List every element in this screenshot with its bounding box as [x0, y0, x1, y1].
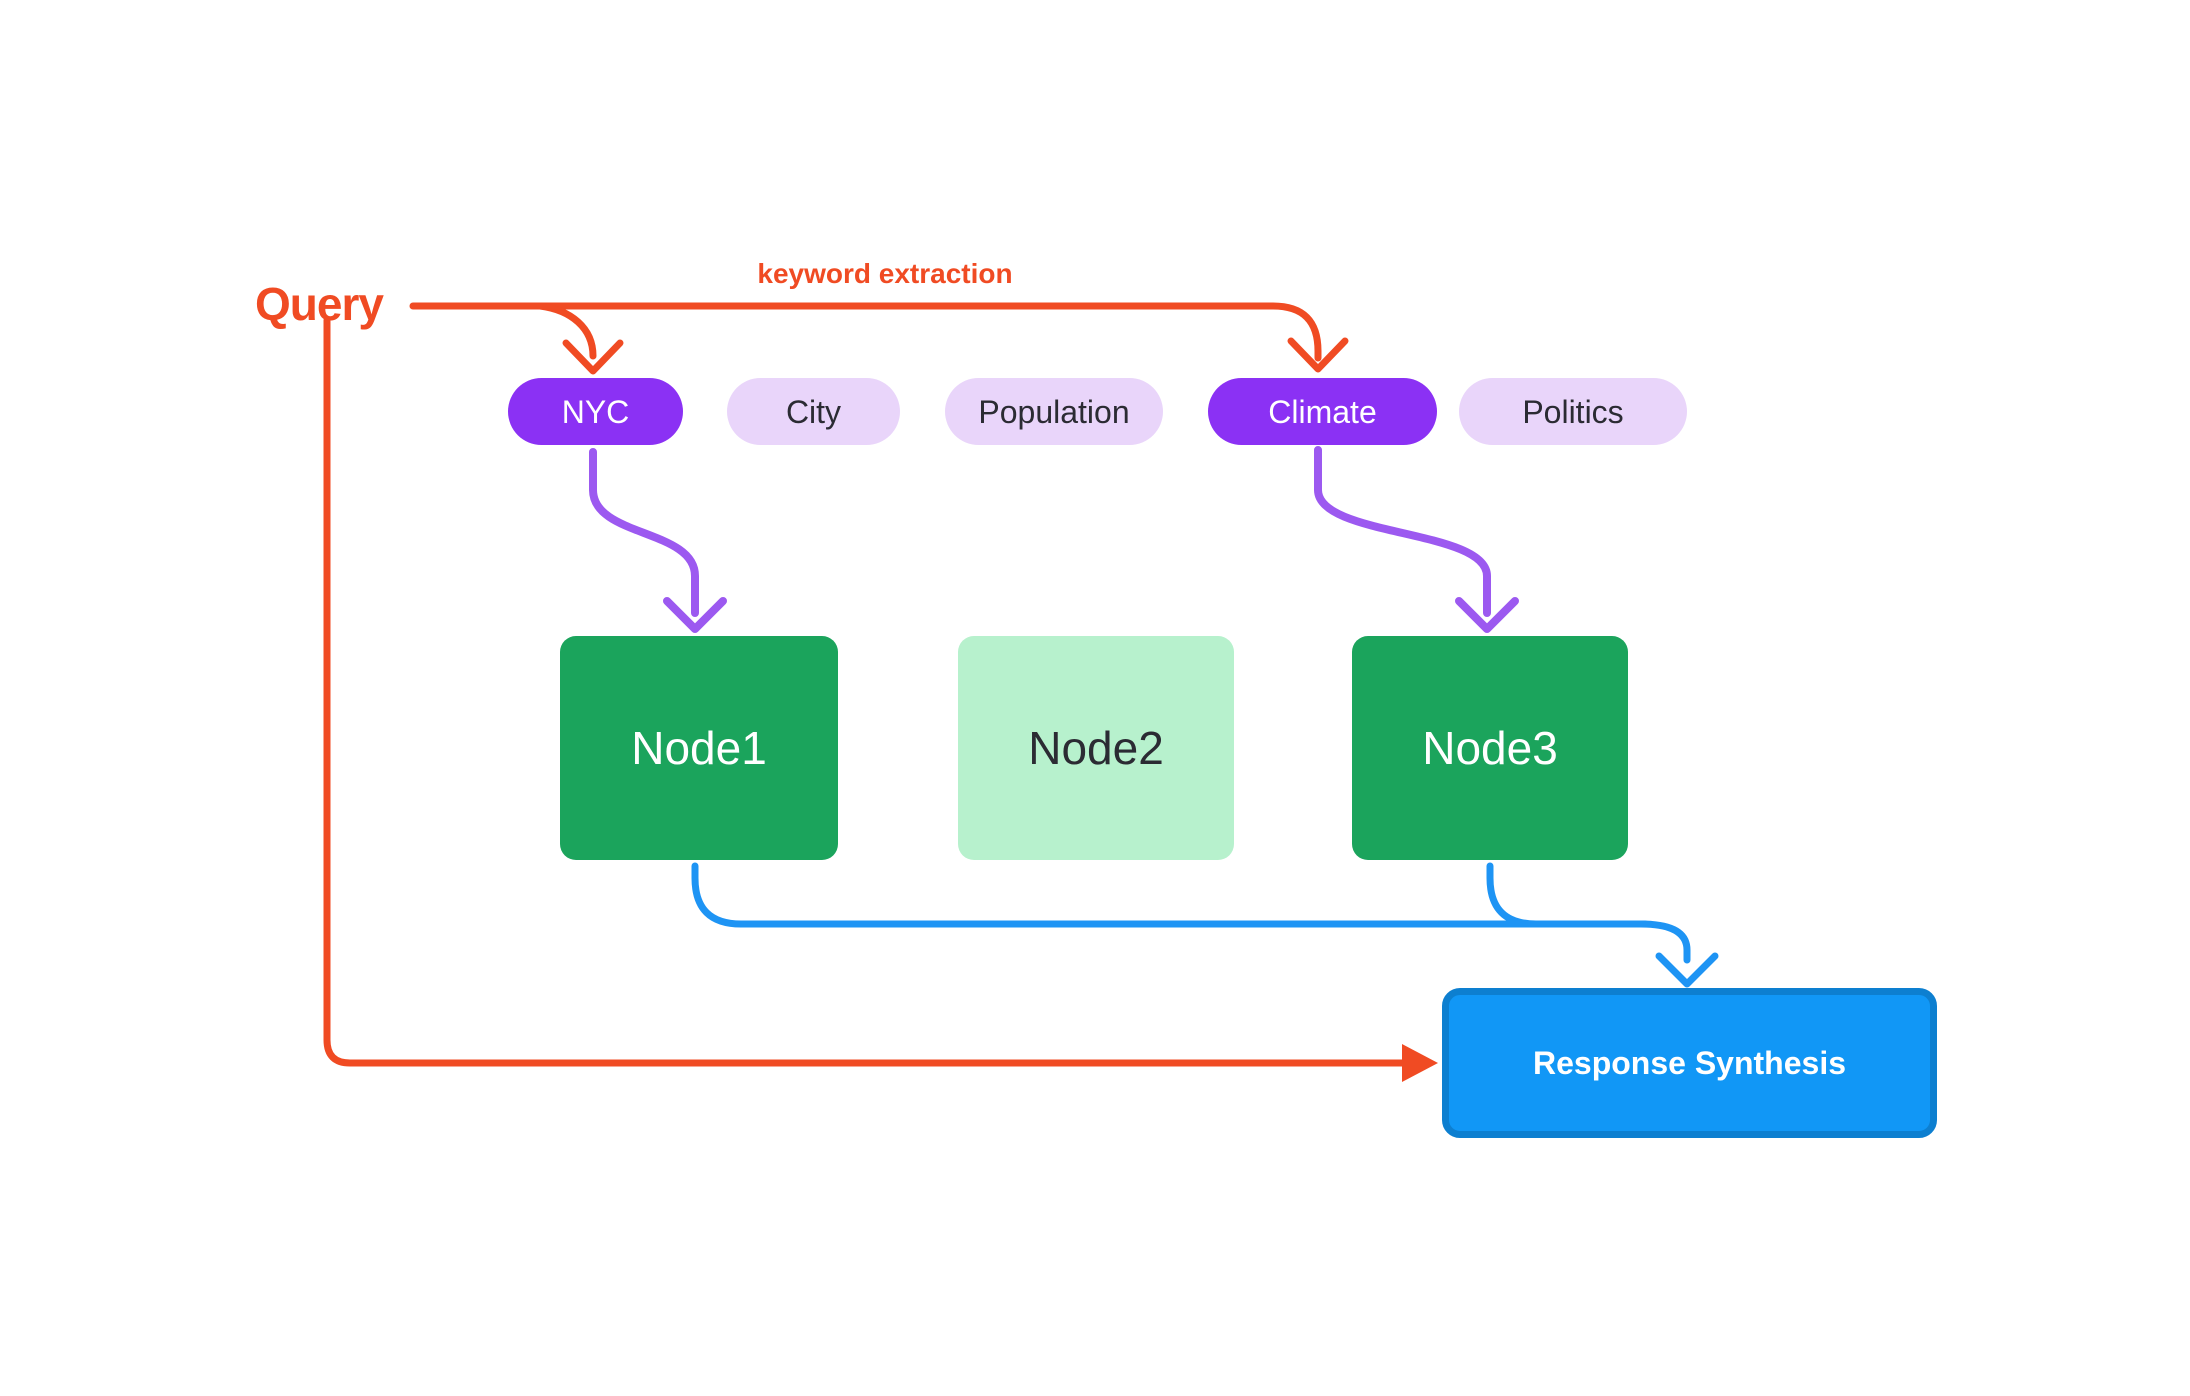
keyword-pill-label: City: [785, 393, 842, 430]
keyword-pill-population: Population: [945, 378, 1163, 445]
keyword-pill-climate: Climate: [1208, 378, 1437, 445]
node-label: Node1: [631, 722, 767, 774]
keyword-branch-nyc-arrow: [536, 302, 624, 375]
node1-to-synthesis-arrow: [691, 862, 1719, 988]
node3-box: Node3: [1352, 636, 1628, 860]
node2-box: Node2: [958, 636, 1234, 860]
node-label: Node3: [1422, 722, 1558, 774]
keyword-pill-label: Politics: [1522, 393, 1624, 430]
keyword-pill-nyc: NYC: [508, 378, 683, 445]
keyword-extraction-arrow: [409, 302, 1349, 373]
response-synthesis-box: Response Synthesis: [1442, 988, 1937, 1138]
keyword-extraction-label: keyword extraction: [757, 258, 1013, 289]
keyword-pill-label: Population: [978, 393, 1130, 430]
climate-to-node3-arrow: [1314, 446, 1519, 633]
keyword-pill-politics: Politics: [1459, 378, 1687, 445]
node3-to-synthesis-arrow: [1486, 862, 1649, 928]
keyword-pill-label: NYC: [561, 393, 630, 430]
node-label: Node2: [1028, 722, 1164, 774]
nyc-to-node1-arrow: [589, 448, 727, 633]
node1-box: Node1: [560, 636, 838, 860]
query-label: Query: [255, 278, 384, 330]
keyword-pill-label: Climate: [1268, 393, 1377, 430]
response-synthesis-label: Response Synthesis: [1533, 1045, 1846, 1081]
keyword-pill-city: City: [727, 378, 900, 445]
